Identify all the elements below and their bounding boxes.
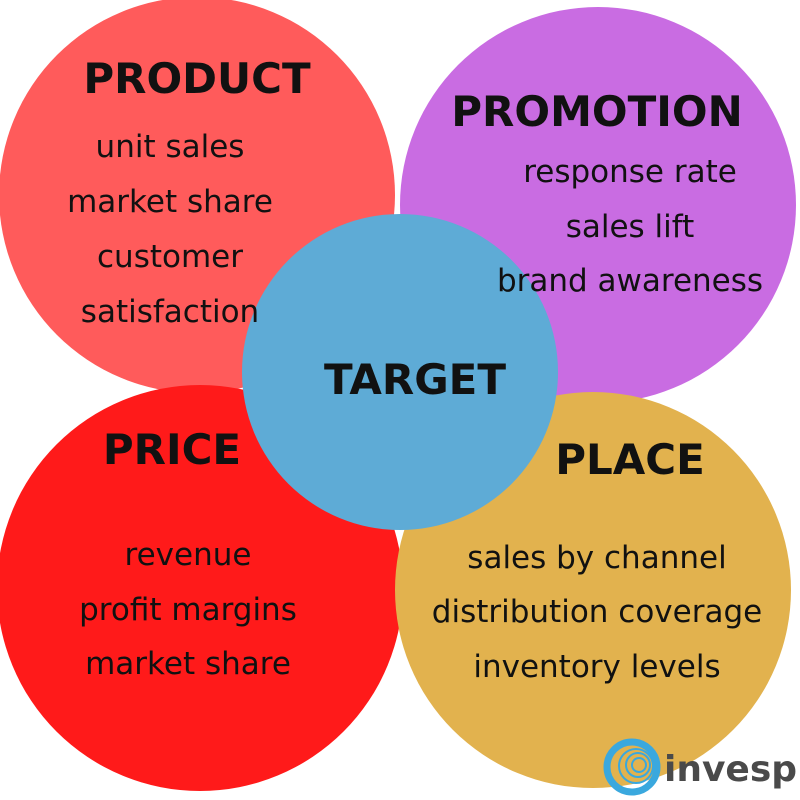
place-title: PLACE — [555, 435, 705, 484]
product-item: market share — [67, 184, 273, 220]
promotion-item: sales lift — [566, 209, 695, 245]
concentric-rings-icon — [603, 738, 661, 796]
place-item: sales by channel — [467, 540, 726, 576]
price-item: revenue — [125, 537, 252, 573]
target-title: TARGET — [324, 355, 506, 404]
invesp-logo: invesp — [603, 738, 797, 796]
promotion-item: brand awareness — [497, 263, 763, 299]
promotion-title: PROMOTION — [451, 87, 742, 136]
place-item: inventory levels — [473, 649, 720, 685]
product-item: customer — [97, 239, 243, 275]
promotion-item: response rate — [523, 154, 737, 190]
target-circle — [242, 214, 558, 530]
product-title: PRODUCT — [83, 54, 311, 103]
logo-text: invesp — [664, 749, 797, 790]
place-item: distribution coverage — [432, 594, 762, 630]
price-item: profit margins — [79, 592, 297, 628]
product-item: unit sales — [96, 129, 245, 165]
product-item: satisfaction — [81, 294, 259, 330]
price-title: PRICE — [103, 425, 241, 474]
price-item: market share — [85, 646, 291, 682]
